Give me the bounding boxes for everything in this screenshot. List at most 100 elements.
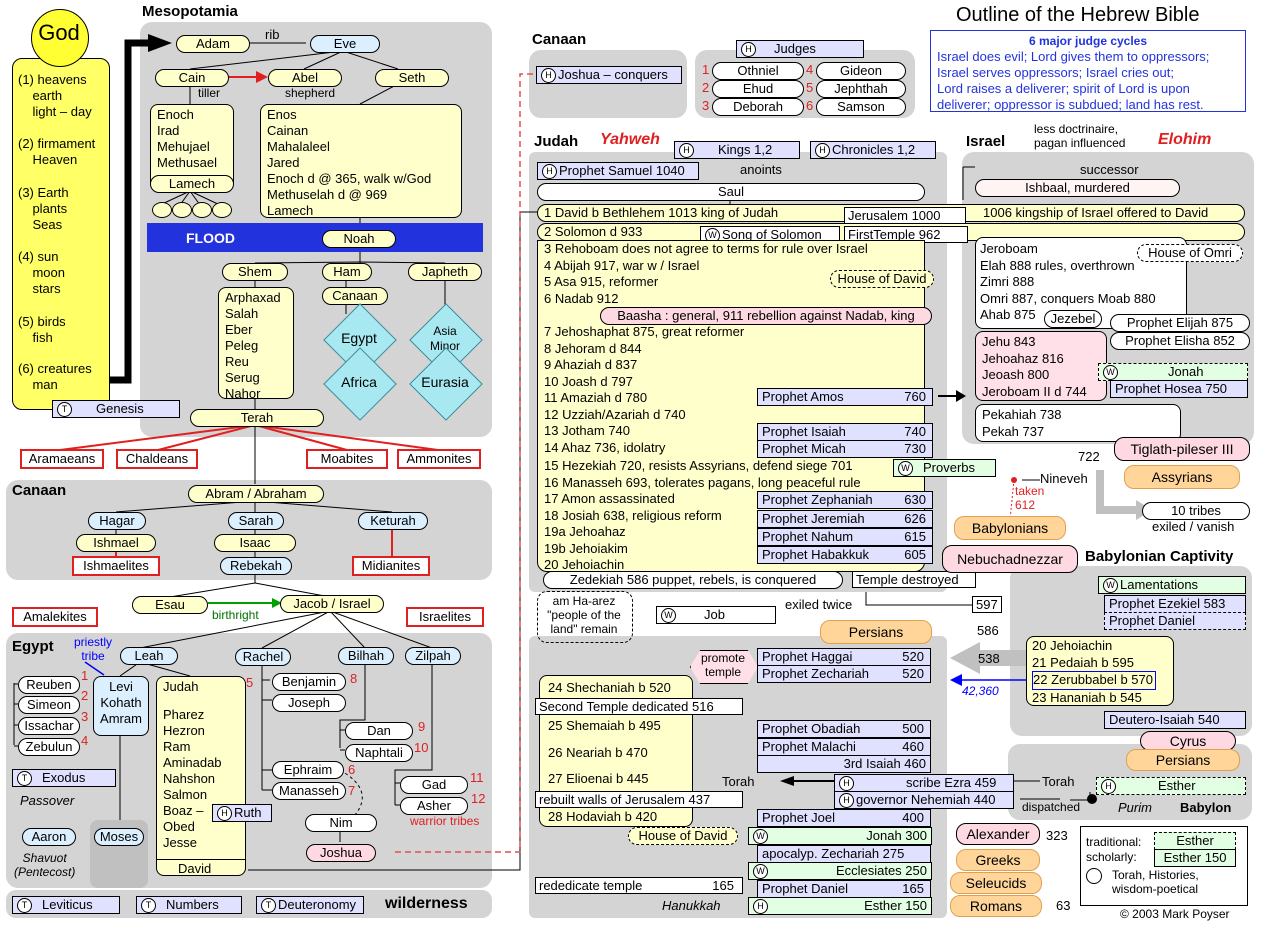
prophet-malachi-year: 460	[902, 739, 924, 754]
manasseh-node: Manasseh	[272, 782, 346, 800]
tiglath-pileser-node: Tiglath-pileser III	[1114, 437, 1250, 461]
judah-label: Judah	[163, 679, 199, 694]
page-title: Outline of the Hebrew Bible	[956, 4, 1200, 26]
deuteronomy-label: Deuteronomy	[278, 897, 357, 912]
year-597-box: 597	[972, 596, 1002, 613]
job-label: Job	[704, 607, 725, 622]
birthright-label: birthright	[212, 608, 259, 622]
histories-icon: H	[217, 806, 232, 822]
adam-node: Adam	[176, 35, 250, 53]
deutero-isaiah: Deutero-Isaiah 540	[1104, 711, 1246, 729]
esther150-label: Esther 150	[864, 898, 927, 913]
torah-icon: T	[17, 771, 32, 787]
am-haarez-label: am Ha-arez "people of the land" remain	[547, 594, 621, 636]
king-josiah: 18 Josiah 638, religious reform	[544, 507, 722, 523]
histories-icon: H	[839, 776, 854, 792]
numbers-label: Numbers	[166, 897, 219, 912]
prophet-jeremiah-year: 626	[904, 511, 926, 526]
torah-label-return: Torah	[722, 774, 755, 789]
cain-line-1: Enoch	[157, 107, 194, 122]
ishmaelites-node: Ishmaelites	[72, 556, 160, 576]
wilderness-label: wilderness	[385, 895, 468, 912]
judah-kings-list-3: 15 Hezekiah 720, resists Assyrians, defe…	[544, 458, 861, 574]
nebuchadnezzar-node: Nebuchadnezzar	[942, 545, 1078, 573]
king-amon: 17 Amon assassinated	[544, 491, 675, 506]
elioenai-label: 27 Elioenai b 445	[548, 771, 649, 786]
exiled-twice-label: exiled twice	[785, 597, 853, 612]
ruth-label: Ruth	[234, 805, 262, 820]
flood-bar	[147, 223, 483, 252]
torah-icon: T	[261, 898, 276, 914]
second-temple-box: Second Temple dedicated 516	[535, 698, 743, 715]
zechariah275: apocalyp. Zechariah 275	[757, 845, 931, 863]
israel-jeroboam-list: Jeroboam Elah 888 rules, overthrown Zimr…	[980, 241, 1156, 324]
genesis-label: Genesis	[96, 401, 144, 416]
people-aramaeans: Aramaeans	[20, 449, 104, 469]
returnees-count-label: 42,360	[962, 684, 999, 698]
king-manasseh: 16 Manasseh 693, tolerates pagans, long …	[544, 474, 861, 490]
wisdom-icon: W	[753, 864, 768, 879]
joshua-conquers-label: Joshua – conquers	[558, 67, 668, 82]
judge-num-4: 4	[806, 62, 814, 77]
king-asa: 5 Asa 915, reformer	[544, 274, 659, 289]
israel-note: less doctrinaire, pagan influenced	[1034, 122, 1126, 150]
creation-day-5: (5) birds fish	[18, 314, 66, 345]
king-uzziah: 12 Uzziah/Azariah d 740	[544, 406, 686, 422]
year-323-label: 323	[1046, 828, 1068, 843]
joshua-node: Joshua	[306, 844, 376, 862]
prophet-isaiah-year: 740	[904, 424, 926, 439]
seleucids-node: Seleucids	[950, 872, 1042, 894]
judah-line-6: Salmon	[163, 787, 208, 802]
esau-node: Esau	[132, 596, 208, 614]
ezra-label: scribe Ezra 459	[906, 775, 997, 790]
people-ammonites: Ammonites	[397, 449, 481, 469]
shem-lineage: Arphaxad Salah Eber Peleg Reu Serug Naho…	[218, 287, 294, 401]
judah-line-8: Obed	[163, 819, 195, 834]
seth-line-6: Methuselah d @ 969	[267, 187, 388, 202]
legend-book-icon	[1086, 868, 1102, 884]
king-elah: Elah 888 rules, overthrown	[980, 257, 1135, 273]
prophet-haggai-label: Prophet Haggai	[762, 649, 853, 664]
seth-line-5: Enoch d @ 365, walk w/God	[267, 171, 432, 186]
king-ahaz: 14 Ahaz 736, idolatry	[544, 439, 666, 455]
creation-day-6: (6) creatures man	[18, 361, 92, 392]
king-zerubbabel: 22 Zerubbabel b 570	[1032, 671, 1156, 690]
david-label: David	[178, 861, 212, 876]
midianites-node: Midianites	[352, 556, 430, 576]
seth-line-4: Jared	[267, 155, 300, 170]
king-ahaziah: 9 Ahaziah d 837	[544, 357, 638, 372]
judah-header: Judah	[534, 133, 579, 150]
hagar-node: Hagar	[88, 512, 146, 530]
judah-line-2: Hezron	[163, 723, 205, 738]
judge-ehud: Ehud	[712, 80, 804, 98]
king-jeoash: Jeoash 800	[982, 367, 1050, 382]
zebulun-node: Zebulun	[18, 738, 80, 756]
promote-temple-label: promote temple	[700, 651, 746, 679]
wisdom-icon: W	[1103, 365, 1118, 381]
rachel-node: Rachel	[235, 648, 291, 666]
king-rehoboam: 3 Rehoboam does not agree to terms for r…	[544, 241, 868, 256]
judge-num-2: 2	[702, 80, 710, 95]
persians-node-captivity: Persians	[1126, 749, 1240, 771]
elohim-label: Elohim	[1158, 131, 1212, 148]
shem-line-6: Serug	[225, 370, 260, 385]
year-63-label: 63	[1056, 898, 1071, 913]
prophet-zechariah-label: Prophet Zechariah	[762, 666, 869, 681]
judge-jephthah: Jephthah	[816, 80, 906, 98]
creation-day-4: (4) sun moon stars	[18, 249, 65, 296]
am-haarez-box	[537, 591, 633, 643]
song-label: Song of Solomon	[722, 227, 822, 242]
dispatched-label: dispatched	[1022, 800, 1081, 814]
torah-label-babylon: Torah	[1042, 774, 1075, 789]
prophet-zechariah-year: 520	[902, 666, 924, 681]
passover-label: Passover	[20, 793, 75, 808]
wisdom-icon: W	[898, 461, 913, 477]
prophet-elisha: Prophet Elisha 852	[1110, 332, 1250, 350]
